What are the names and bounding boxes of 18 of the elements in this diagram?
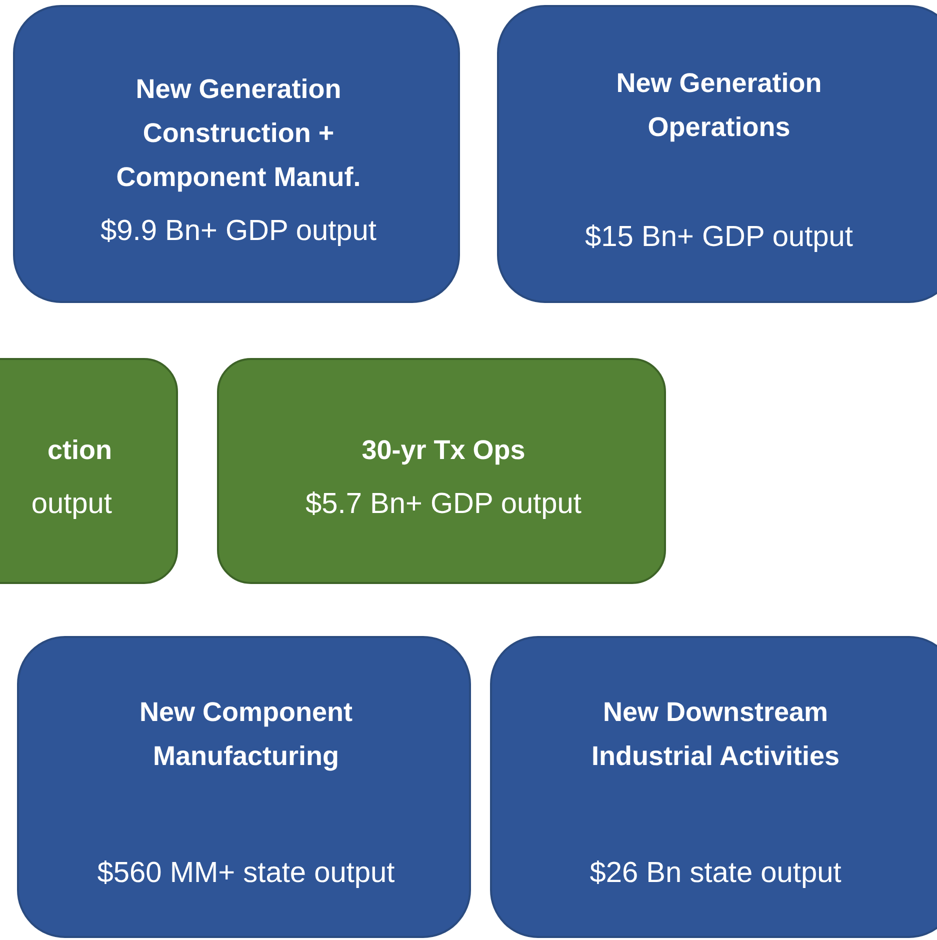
box-heading: New Component Manufacturing xyxy=(138,696,354,773)
box-heading: New Generation Operations xyxy=(615,67,823,144)
box-heading: New Downstream Industrial Activities xyxy=(590,696,841,773)
box-value: $560 MM+ state output xyxy=(96,856,396,891)
process-box xyxy=(490,636,937,938)
process-box xyxy=(497,5,937,303)
process-box xyxy=(13,5,460,303)
box-heading: New Generation Construction + Component Manuf. xyxy=(115,73,362,194)
box-value: output xyxy=(30,487,112,522)
box-value: $15 Bn+ GDP output xyxy=(584,220,854,255)
process-box xyxy=(17,636,471,938)
process-box xyxy=(217,358,666,584)
box-value: $9.9 Bn+ GDP output xyxy=(100,214,378,249)
box-heading: ction xyxy=(46,434,112,467)
process-box xyxy=(0,358,178,584)
box-value: $26 Bn state output xyxy=(588,856,842,891)
box-value: $5.7 Bn+ GDP output xyxy=(304,487,582,522)
box-heading: 30-yr Tx Ops xyxy=(360,434,526,467)
